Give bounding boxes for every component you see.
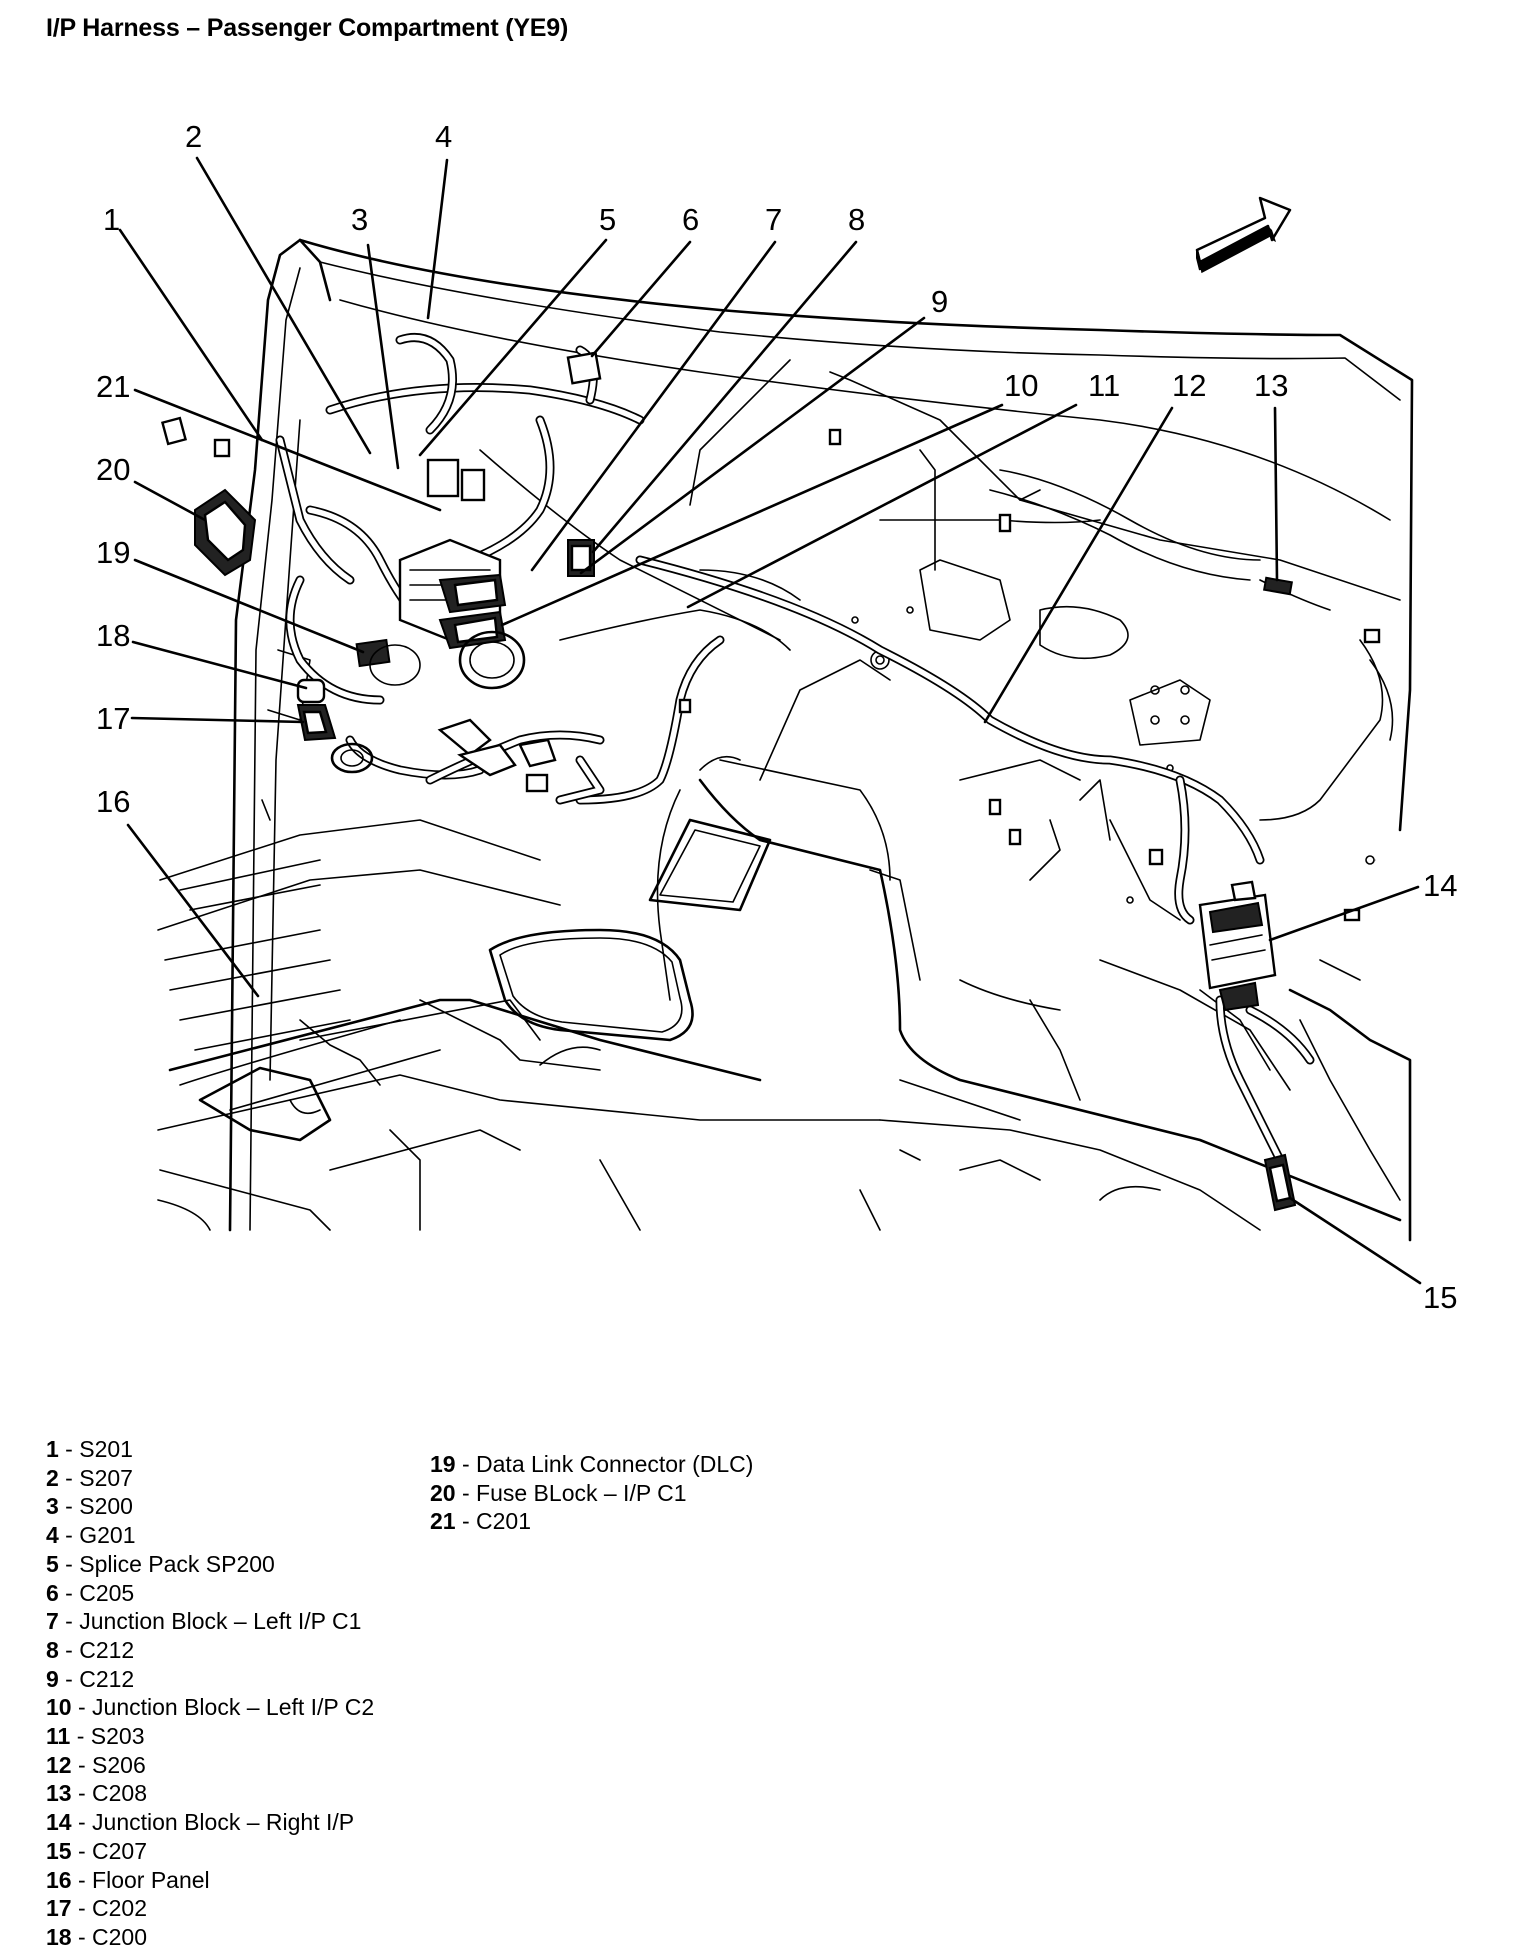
forward-arrow-icon	[1195, 196, 1292, 274]
callout-14: 14	[1423, 868, 1457, 903]
legend-item: 14 - Junction Block – Right I/P	[46, 1809, 355, 1836]
leader-12	[983, 406, 1174, 724]
components	[160, 351, 1381, 1212]
callout-3: 3	[351, 202, 368, 237]
callout-4: 4	[435, 119, 452, 154]
callout-16: 16	[96, 784, 130, 819]
legend-item: 21 - C201	[430, 1508, 532, 1535]
callout-11: 11	[1088, 368, 1120, 403]
legend-item: 3 - S200	[46, 1493, 133, 1520]
legend-item: 4 - G201	[46, 1522, 136, 1549]
leader-3	[366, 243, 400, 470]
vehicle-body	[157, 238, 1414, 1242]
leader-5	[418, 238, 608, 457]
legend-item: 10 - Junction Block – Left I/P C2	[46, 1694, 375, 1721]
leader-15	[1288, 1196, 1422, 1285]
leader-11	[686, 403, 1078, 609]
callout-21: 21	[96, 369, 130, 404]
leader-10	[500, 403, 1004, 627]
legend-item: 9 - C212	[46, 1665, 135, 1692]
callout-13: 13	[1254, 368, 1288, 403]
callout-19: 19	[96, 535, 130, 570]
legend-item: 12 - S206	[46, 1751, 146, 1778]
legend-item: 18 - C200	[46, 1923, 148, 1950]
legend-item: 20 - Fuse BLock – I/P C1	[430, 1479, 687, 1506]
legend-item: 5 - Splice Pack SP200	[46, 1550, 275, 1577]
callout-15: 15	[1423, 1280, 1457, 1315]
leader-19	[133, 558, 365, 654]
leader-7	[530, 240, 777, 572]
leader-1	[118, 228, 264, 442]
legend-item: 1 - S201	[46, 1436, 133, 1462]
callout-numbers: 1 2 3 4 5 6 7 8 9 10 11 12 13 14 15 16 1…	[96, 119, 1457, 1315]
leader-lines	[118, 156, 1422, 1285]
leader-17	[130, 716, 305, 724]
leader-9	[579, 316, 926, 575]
callout-18: 18	[96, 618, 130, 653]
callout-10: 10	[1004, 368, 1038, 403]
legend-column-2: 19 - Data Link Connector (DLC) 20 - Fuse…	[430, 1450, 753, 1536]
legend-item: 11 - S203	[46, 1723, 145, 1750]
legend-column-1: 1 - S201 2 - S207 3 - S200 4 - G201 5 - …	[46, 1435, 374, 1952]
legend-item: 16 - Floor Panel	[46, 1866, 210, 1893]
leader-2	[195, 156, 372, 455]
legend-item: 19 - Data Link Connector (DLC)	[430, 1451, 754, 1477]
legend-item: 13 - C208	[46, 1780, 148, 1807]
legend-item: 7 - Junction Block – Left I/P C1	[46, 1608, 362, 1635]
leader-18	[131, 640, 308, 690]
leader-14	[1268, 885, 1420, 942]
callout-17: 17	[96, 701, 130, 736]
legend-item: 2 - S207	[46, 1464, 133, 1491]
leader-21	[133, 388, 442, 512]
diagram-title: I/P Harness – Passenger Compartment (YE9…	[46, 14, 569, 42]
harness-diagram: 1 2 3 4 5 6 7 8 9 10 11 12 13 14 15 16 1…	[96, 119, 1457, 1315]
leader-16	[126, 823, 260, 998]
callout-9: 9	[931, 284, 948, 319]
leader-8	[591, 240, 858, 554]
callout-7: 7	[765, 202, 782, 237]
callout-20: 20	[96, 452, 130, 487]
legend-item: 15 - C207	[46, 1837, 148, 1864]
callout-6: 6	[682, 202, 699, 237]
callout-8: 8	[848, 202, 865, 237]
callout-2: 2	[185, 119, 202, 154]
legend-item: 6 - C205	[46, 1579, 135, 1606]
leader-4	[426, 158, 449, 320]
legend-item: 8 - C212	[46, 1636, 135, 1663]
callout-1: 1	[103, 202, 120, 237]
callout-12: 12	[1172, 368, 1206, 403]
leader-13	[1273, 406, 1279, 582]
legend-item: 17 - C202	[46, 1895, 148, 1922]
leader-20	[133, 480, 207, 522]
leader-6	[590, 240, 692, 358]
callout-5: 5	[599, 202, 616, 237]
